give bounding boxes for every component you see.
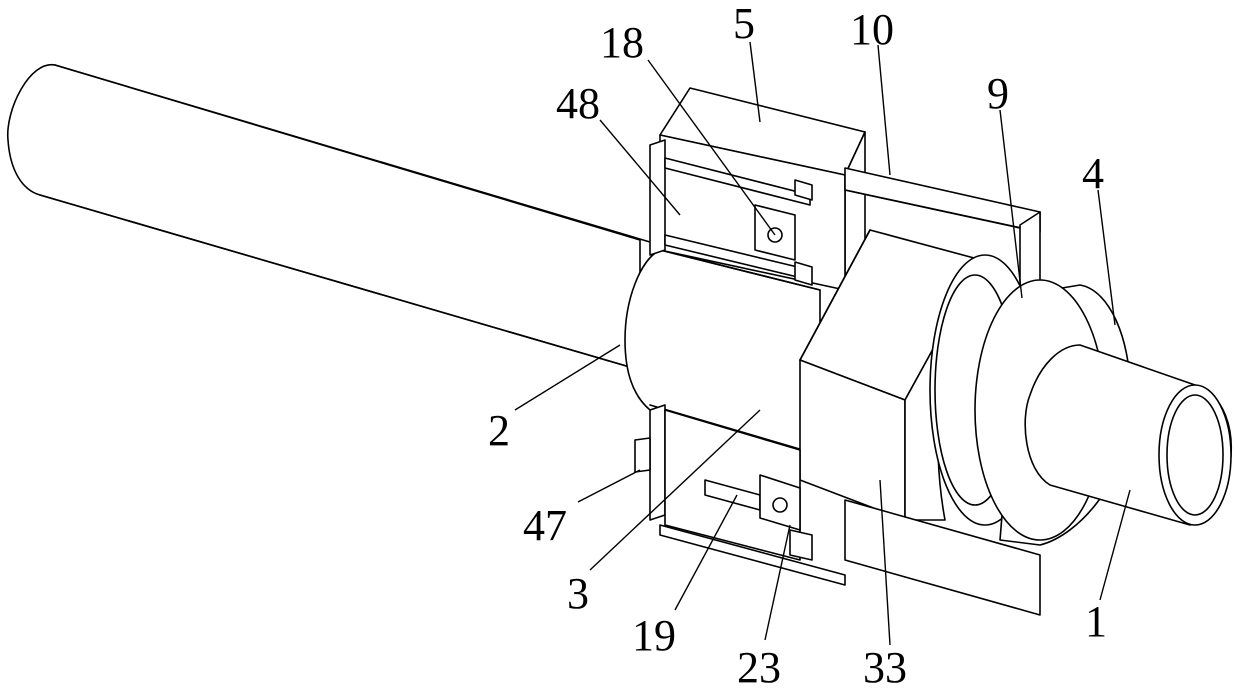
- label-18: 18: [600, 18, 644, 67]
- label-5: 5: [733, 0, 755, 48]
- leader-lines: [514, 41, 1131, 646]
- rod-2: [7, 64, 661, 371]
- label-33: 33: [863, 643, 907, 691]
- lower-frame: [634, 404, 1041, 616]
- label-23: 23: [737, 643, 781, 691]
- label-4: 4: [1082, 149, 1104, 198]
- label-48: 48: [556, 79, 600, 128]
- label-3: 3: [567, 569, 589, 618]
- upper-frame-5: [649, 87, 1041, 311]
- tube-1: [1024, 344, 1233, 526]
- label-1: 1: [1085, 597, 1107, 646]
- label-47: 47: [523, 501, 567, 550]
- reference-labels: 18 5 10 48 9 4 2 47 3 19 23 33 1: [488, 0, 1107, 691]
- label-10: 10: [850, 5, 894, 54]
- sleeve-3: [624, 249, 821, 461]
- label-19: 19: [632, 611, 676, 660]
- label-9: 9: [987, 69, 1009, 118]
- label-2: 2: [488, 406, 510, 455]
